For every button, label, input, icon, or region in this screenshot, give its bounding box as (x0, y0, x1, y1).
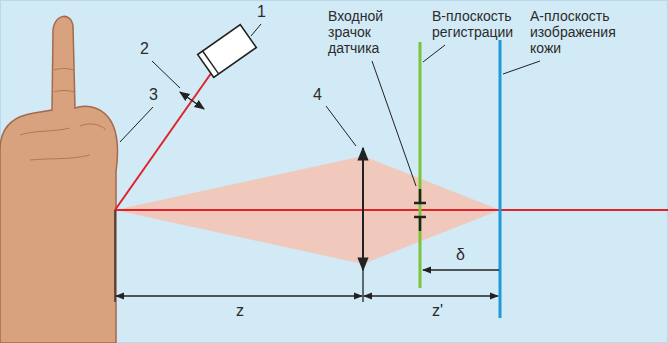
leader-line (326, 106, 356, 146)
image-plane (499, 40, 502, 318)
leader-line (152, 61, 180, 88)
registration-plane (419, 42, 422, 288)
dimension-line (364, 295, 498, 296)
callout-number: 2 (140, 40, 149, 58)
dimension-label: δ (456, 246, 465, 264)
entrance-pupil (414, 189, 426, 231)
leader-line (503, 61, 540, 74)
polarizer-arrow (180, 92, 204, 109)
lens-symbol (362, 148, 364, 270)
dimension-tick (362, 270, 363, 302)
dimension-tick (114, 210, 115, 302)
dimension-line (116, 295, 362, 296)
dimension-label: z (236, 302, 244, 320)
leader-line (120, 107, 153, 142)
dimension-label: z' (432, 302, 443, 320)
part-label: В-плоскость регистрации (432, 8, 530, 40)
leader-line (372, 61, 416, 186)
callout-number: 1 (257, 3, 266, 21)
leader-line (251, 24, 261, 36)
optical-axis (115, 209, 668, 211)
hand-creases (20, 69, 106, 161)
delta-arrow (423, 269, 499, 270)
light-source (198, 25, 257, 78)
leader-line (423, 45, 445, 62)
part-label: Входной зрачок датчика (328, 8, 404, 56)
illumination-ray (115, 72, 212, 210)
callout-number: 4 (313, 86, 322, 104)
part-label: А-плоскость изображения кожи (530, 8, 642, 56)
callout-number: 3 (149, 86, 158, 104)
hand-illustration (0, 16, 117, 343)
